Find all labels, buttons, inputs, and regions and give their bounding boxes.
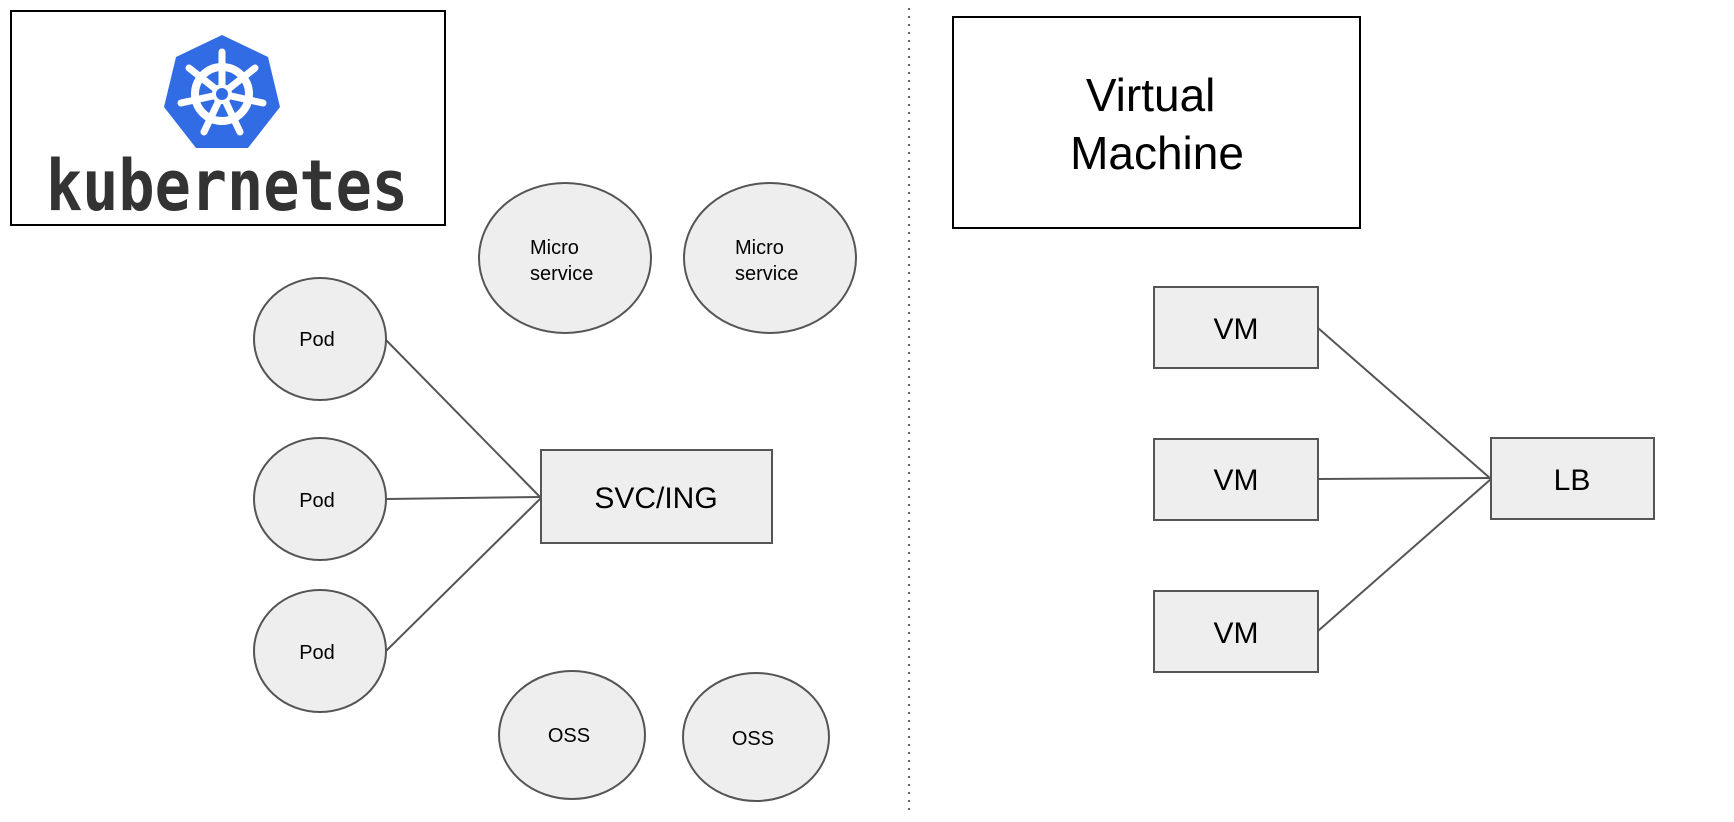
microservice-label: Micro service — [735, 237, 798, 285]
microservice-label: Micro service — [530, 237, 593, 285]
pod-node-2: Pod — [253, 437, 387, 561]
pod-label: Pod — [299, 642, 335, 664]
connector-vm2-lb — [1317, 477, 1492, 480]
oss-label: OSS — [732, 728, 774, 750]
microservice-node-2: Micro service — [683, 182, 857, 334]
vm-label: VM — [1214, 313, 1259, 346]
oss-node-2: OSS — [682, 672, 830, 802]
pod-label: Pod — [299, 490, 335, 512]
vm-connectors — [1317, 327, 1492, 632]
vm-label: VM — [1214, 617, 1259, 650]
kubernetes-wordmark: kubernetes — [46, 145, 408, 227]
connector-vm1-lb — [1317, 327, 1492, 480]
pod-node-1: Pod — [253, 277, 387, 401]
oss-node-1: OSS — [498, 670, 646, 800]
oss-label: OSS — [548, 725, 590, 747]
virtual-machine-title-box: Virtual Machine — [952, 16, 1361, 229]
vm-node-2: VM — [1153, 438, 1319, 521]
pod-label: Pod — [299, 329, 335, 351]
microservice-node-1: Micro service — [478, 182, 652, 334]
connector-vm3-lb — [1317, 478, 1492, 632]
kubernetes-logo-box: kubernetes — [10, 10, 446, 227]
virtual-machine-title: Virtual Machine — [1070, 69, 1244, 179]
vm-label: VM — [1214, 464, 1259, 497]
vm-node-1: VM — [1153, 286, 1319, 369]
vm-node-3: VM — [1153, 590, 1319, 673]
connector-pod1-svc — [385, 339, 542, 499]
lb-node: LB — [1490, 437, 1655, 520]
svc-ing-node: SVC/ING — [540, 449, 773, 544]
kubernetes-helm-icon — [164, 35, 280, 148]
pod-connectors — [385, 339, 542, 652]
pod-node-3: Pod — [253, 589, 387, 713]
connector-pod2-svc — [385, 496, 542, 500]
connector-pod3-svc — [385, 497, 542, 652]
svc-ing-label: SVC/ING — [594, 482, 717, 515]
lb-label: LB — [1554, 464, 1591, 497]
